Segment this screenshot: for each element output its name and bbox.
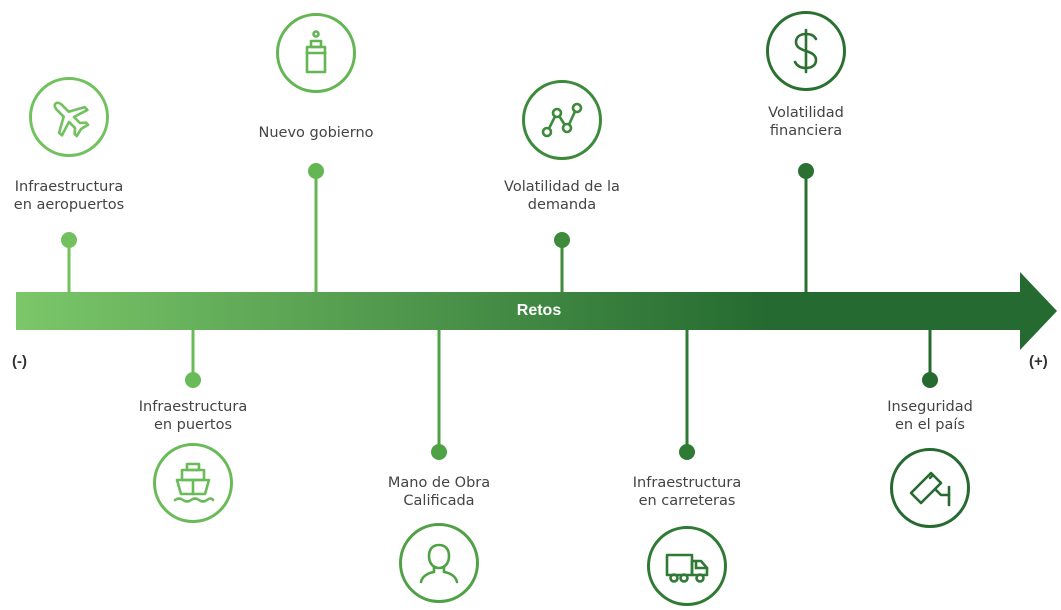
challenge-label-line: Volatilidad de la	[504, 179, 620, 195]
challenge-dot	[431, 444, 447, 460]
challenge-stem	[560, 240, 564, 292]
challenge-label-line: Nuevo gobierno	[258, 125, 374, 141]
challenge-label-line: Inseguridad	[887, 399, 973, 415]
challenge-stem	[314, 171, 318, 292]
challenge-label: Infraestructura en puertos	[108, 398, 278, 434]
security-camera-icon	[890, 448, 970, 528]
challenge-stem	[191, 330, 195, 380]
challenge-label-line: financiera	[769, 123, 843, 139]
challenge-dot	[798, 163, 814, 179]
challenge-dot	[185, 372, 201, 388]
challenge-label: Nuevo gobierno	[231, 124, 401, 142]
challenge-label: Volatilidad financiera	[721, 104, 891, 140]
arrow-shape	[16, 272, 1057, 350]
challenge-label-line: en carreteras	[638, 493, 736, 509]
challenge-label-line: en el país	[895, 417, 965, 433]
challenge-stem	[67, 240, 71, 292]
challenge-label-line: Mano de Obra	[387, 475, 491, 491]
challenge-stem	[437, 330, 441, 452]
arrow-label: Retos	[516, 302, 562, 319]
challenge-label-line: Infraestructura	[14, 179, 124, 195]
challenge-stem	[804, 171, 808, 292]
challenge-stem	[928, 330, 932, 380]
scale-high-label: (+)	[1029, 353, 1048, 370]
challenge-dot	[308, 163, 324, 179]
person-icon	[399, 523, 479, 603]
challenge-label: Volatilidad de la demanda	[477, 178, 647, 214]
challenge-label: Infraestructura en aeropuertos	[0, 178, 154, 214]
challenge-stem	[685, 330, 689, 452]
challenge-label-line: demanda	[527, 197, 597, 213]
challenge-label-line: Calificada	[403, 493, 475, 509]
challenge-label-line: Volatilidad	[768, 105, 844, 121]
challenge-dot	[679, 444, 695, 460]
challenge-dot	[922, 372, 938, 388]
truck-icon	[647, 526, 727, 606]
challenge-label-line: en aeropuertos	[13, 197, 125, 213]
challenge-label: Infraestructura en carreteras	[602, 474, 772, 510]
dollar-icon	[766, 11, 846, 91]
scale-low-label: (-)	[12, 353, 27, 370]
ship-icon	[153, 443, 233, 523]
challenge-dot	[61, 232, 77, 248]
airplane-icon	[29, 77, 109, 157]
challenge-dot	[554, 232, 570, 248]
challenge-label: Inseguridad en el país	[845, 398, 1015, 434]
challenge-label-line: en puertos	[153, 417, 233, 433]
challenge-label-line: Infraestructura	[138, 399, 248, 415]
ballot-box-icon	[276, 13, 356, 93]
line-chart-icon	[522, 80, 602, 160]
challenge-label-line: Infraestructura	[632, 475, 742, 491]
